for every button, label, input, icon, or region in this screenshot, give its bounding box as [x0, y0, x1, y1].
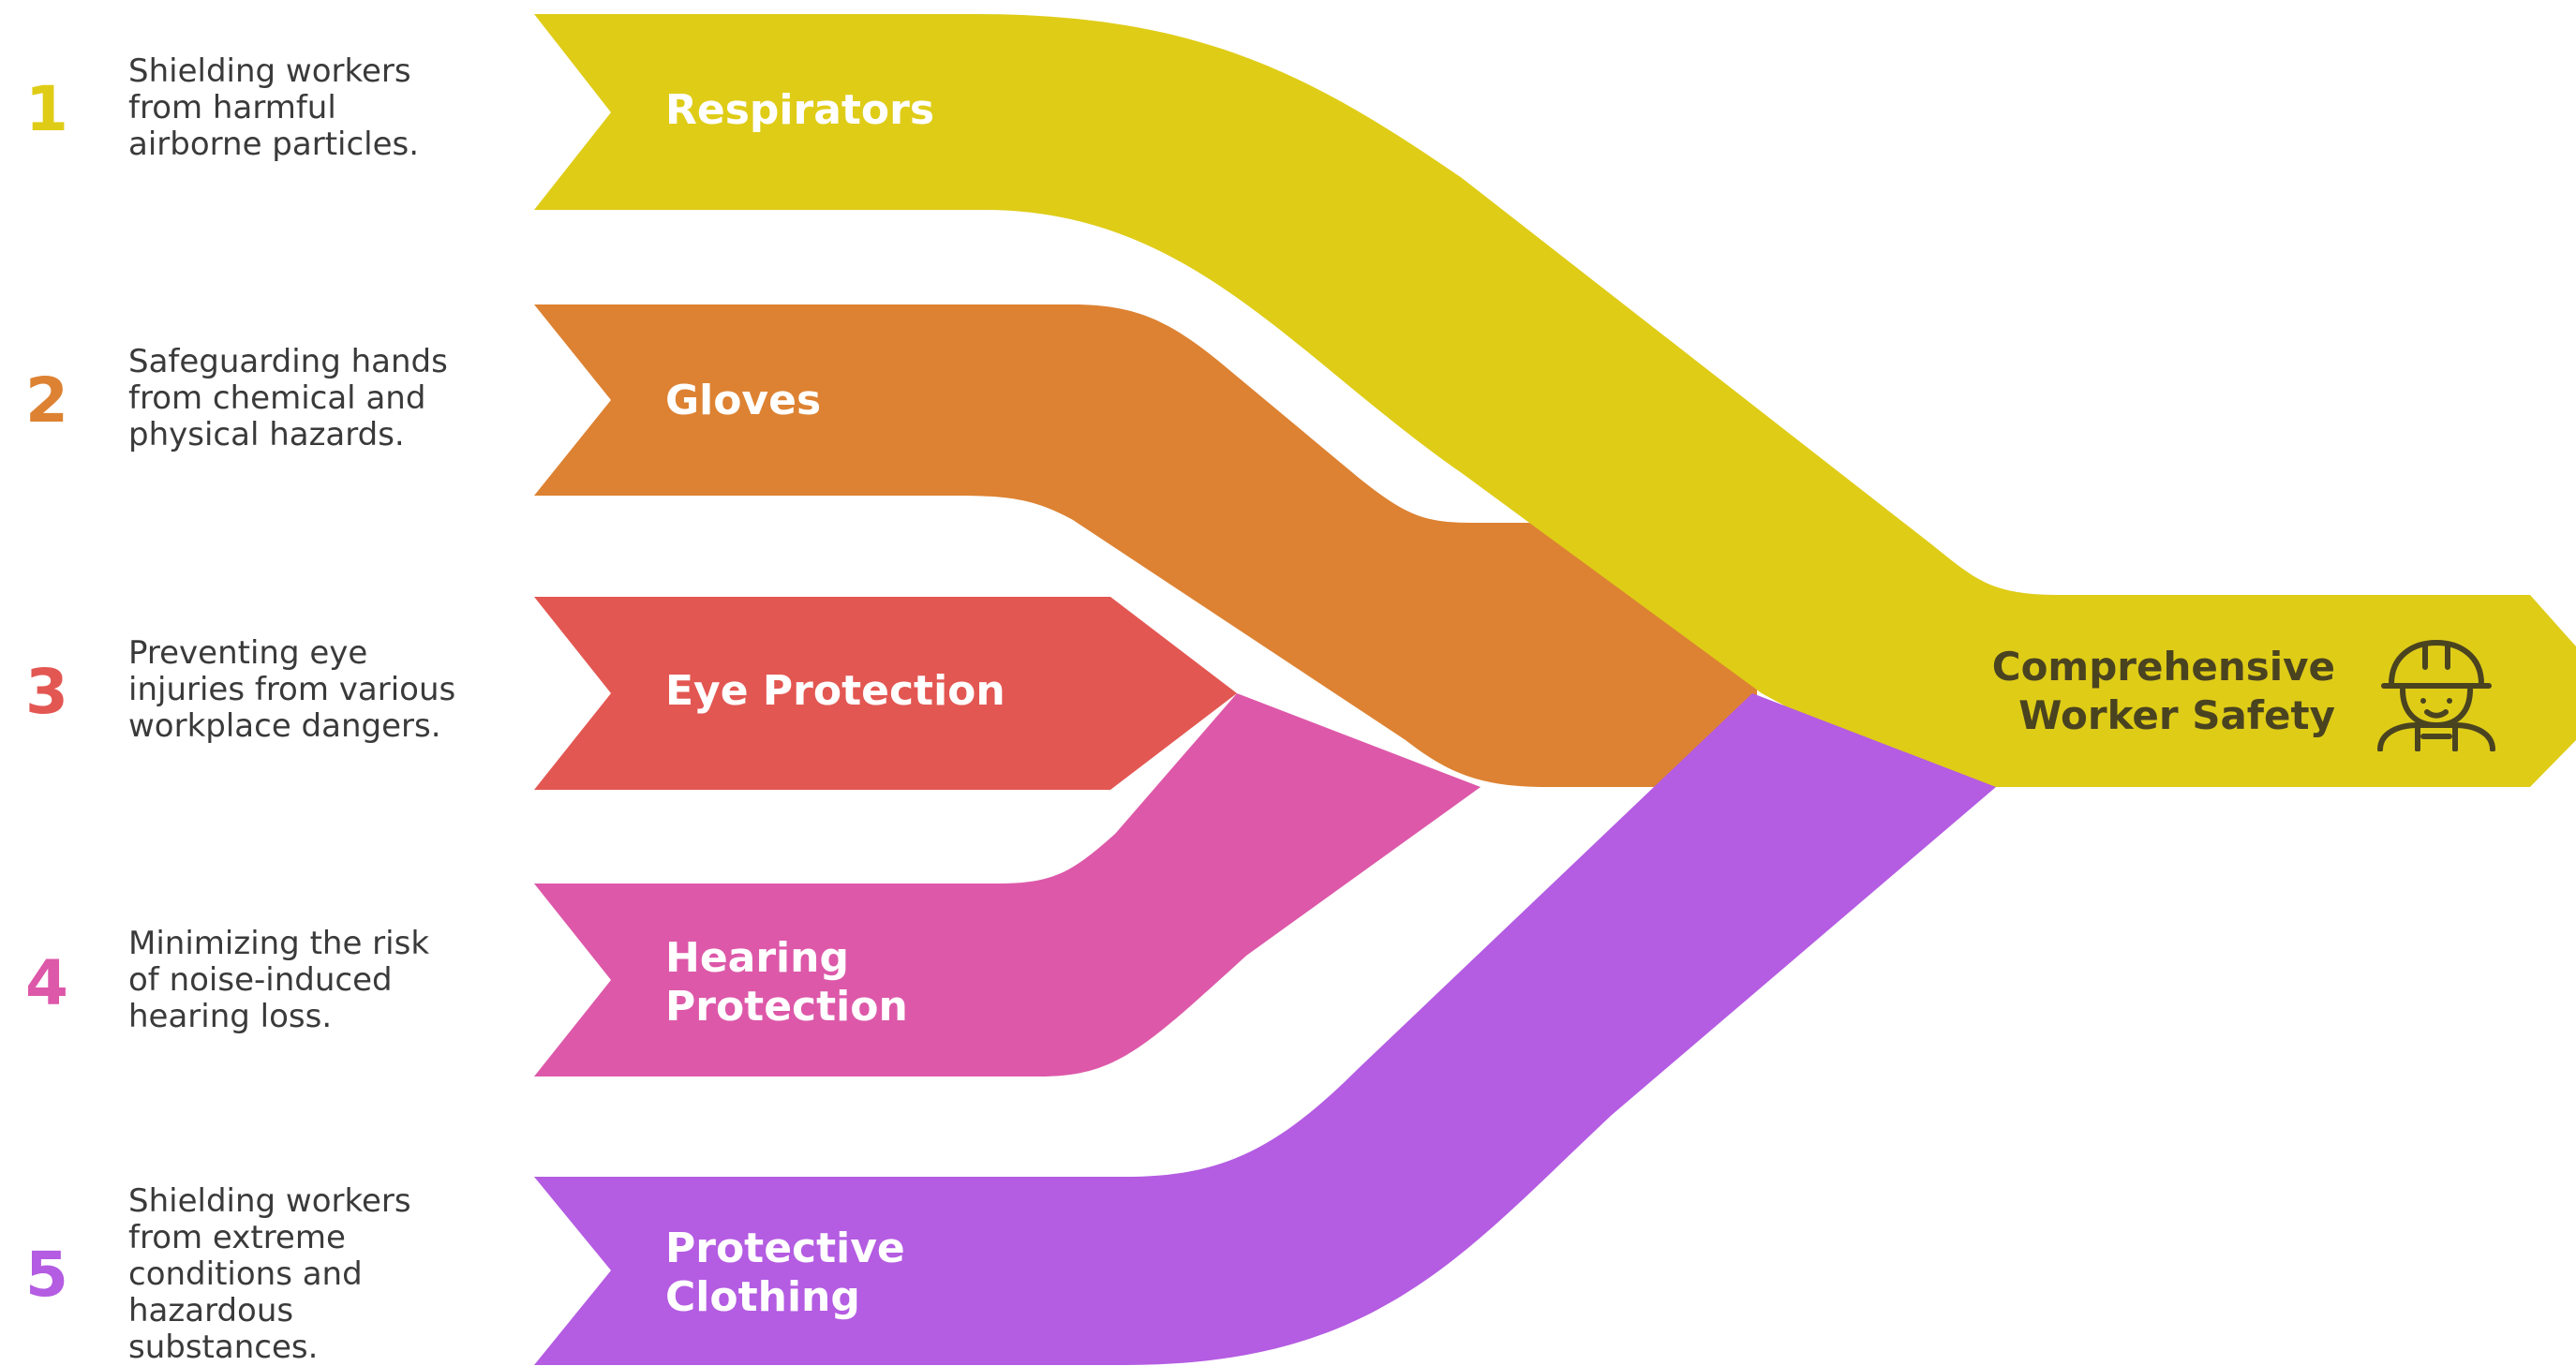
- band-label-line: Gloves: [665, 377, 822, 424]
- worker-helmet-icon: [2377, 640, 2495, 751]
- step-number: 3: [25, 656, 68, 728]
- step-description-line: airborne particles.: [128, 126, 420, 163]
- step-description-line: Shielding workers: [128, 52, 411, 90]
- band-label-line: Respirators: [665, 86, 935, 134]
- band-gloves: [534, 304, 1757, 787]
- step-description-line: Safeguarding hands: [128, 343, 448, 380]
- target-label: Comprehensive Worker Safety: [1912, 643, 2335, 740]
- step-description-line: physical hazards.: [128, 416, 405, 453]
- step-description-line: from extreme: [128, 1219, 346, 1256]
- target-label-line-2: Worker Safety: [2018, 692, 2335, 738]
- step-description-line: of noise-induced: [128, 961, 393, 999]
- step-description-line: injuries from various: [128, 671, 456, 708]
- step-description-line: substances.: [128, 1329, 319, 1366]
- band-label: Respirators: [665, 86, 934, 135]
- step-description-line: Minimizing the risk: [128, 925, 430, 962]
- step-description-line: from chemical and: [128, 379, 426, 417]
- band-hearing-protection: [534, 693, 1481, 1076]
- band-label-line: Protection: [665, 983, 908, 1031]
- step-description-line: Preventing eye: [128, 634, 368, 672]
- band-label: Eye Protection: [665, 667, 1005, 716]
- band-protective-clothing: [534, 693, 1996, 1365]
- band-respirators: [534, 14, 2576, 787]
- step-number: 5: [25, 1239, 68, 1311]
- step-description-line: conditions and: [128, 1255, 363, 1293]
- step-description-line: from harmful: [128, 89, 336, 126]
- band-label-line: Clothing: [665, 1273, 860, 1321]
- step-description-line: hazardous: [128, 1292, 294, 1329]
- band-eye-protection: [534, 597, 1237, 790]
- band-label: Gloves: [665, 377, 821, 425]
- target-label-line-1: Comprehensive: [1991, 644, 2335, 690]
- step-number: 4: [25, 947, 68, 1019]
- band-label-line: Eye Protection: [665, 667, 1005, 715]
- band-label-line: Protective: [665, 1225, 905, 1272]
- step-description-line: Shielding workers: [128, 1182, 411, 1220]
- step-number: 2: [25, 364, 68, 437]
- step-number: 1: [25, 73, 68, 145]
- step-description-line: hearing loss.: [128, 998, 333, 1035]
- step-description-line: workplace dangers.: [128, 707, 441, 745]
- band-label-line: Hearing: [665, 934, 849, 982]
